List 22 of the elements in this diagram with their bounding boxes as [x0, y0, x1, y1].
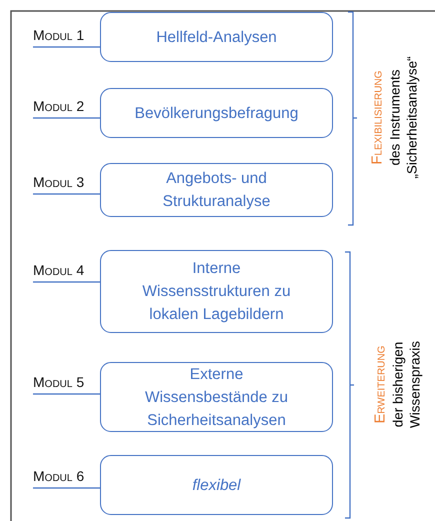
- connector-line: [33, 193, 100, 195]
- module-box: Interne Wissensstrukturen zu lokalen Lagebildern: [100, 250, 333, 333]
- connector-line: [33, 281, 100, 283]
- module-label: Modul 2: [33, 96, 97, 118]
- connector-line: [33, 393, 100, 395]
- module-box: Externe Wissensbestände zu Sicherheitsanalysen: [100, 362, 333, 432]
- group-heading: Flexibilisierung: [370, 70, 386, 166]
- module-box: flexibel: [100, 455, 333, 515]
- module-label: Modul 1: [33, 25, 97, 47]
- module-label: Modul 6: [33, 466, 97, 488]
- module-label: Modul 3: [33, 172, 97, 194]
- connector-line: [33, 487, 100, 489]
- group-description: des Instruments „Sicherheitsanalyse“: [386, 55, 420, 181]
- connector-line: [33, 46, 100, 48]
- module-label: Modul 4: [33, 260, 97, 282]
- group-heading: Erweiterung: [372, 344, 390, 426]
- module-box: Hellfeld-Analysen: [100, 12, 333, 62]
- module-box: Angebots- und Strukturanalyse: [100, 163, 333, 217]
- group-description: der bisherigen Wissenspraxis: [390, 340, 424, 430]
- connector-line: [33, 117, 100, 119]
- module-box: Bevölkerungsbefragung: [100, 88, 333, 138]
- module-label: Modul 5: [33, 372, 97, 394]
